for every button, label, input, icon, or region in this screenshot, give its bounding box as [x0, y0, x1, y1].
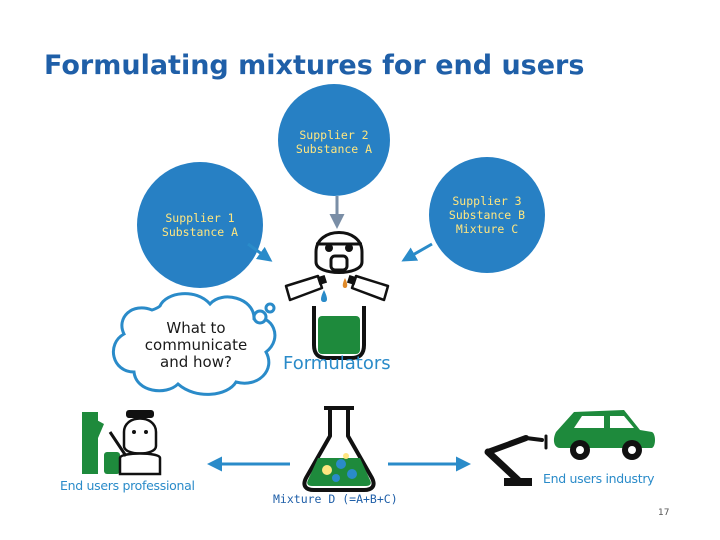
formulator-person-icon [314, 231, 364, 274]
supplier-1-substance: Substance A [161, 225, 239, 239]
arrow-supplier-3 [401, 242, 433, 262]
bottle-right-icon [346, 274, 390, 302]
cloud-question: What to communicate and how? [128, 320, 264, 371]
cloud-line-3: and how? [160, 353, 232, 371]
supplier-1-circle: Supplier 1 Substance A [137, 162, 263, 288]
thought-cloud [112, 292, 277, 396]
cloud-line-1: What to [166, 319, 226, 337]
page-title: Formulating mixtures for end users [44, 50, 585, 81]
drop-blue-icon [321, 290, 327, 302]
mixture-label: Mixture D (=A+B+C) [273, 492, 398, 506]
cloud-line-2: communicate [144, 336, 248, 354]
supplier-2-name: Supplier 2 [299, 128, 369, 142]
supplier-3-circle: Supplier 3 Substance B Mixture C [429, 157, 545, 273]
flask-icon [302, 406, 376, 492]
bottle-left-icon [284, 274, 328, 302]
slide-number: 17 [658, 508, 670, 518]
supplier-3-substance: Substance B [448, 208, 526, 222]
end-users-professional-label: End users professional [60, 478, 195, 493]
professional-user-icon [82, 410, 162, 476]
supplier-3-name: Supplier 3 [452, 194, 522, 208]
robot-arm-icon [484, 434, 548, 486]
car-icon [553, 410, 655, 460]
supplier-2-substance: Substance A [295, 142, 373, 156]
supplier-2-circle: Supplier 2 Substance A [278, 84, 390, 196]
supplier-1-name: Supplier 1 [165, 211, 235, 225]
arrow-supplier-1 [247, 242, 273, 262]
drop-orange-icon [342, 278, 348, 288]
end-users-industry-label: End users industry [543, 471, 655, 486]
formulators-label: Formulators [283, 353, 391, 374]
beaker-icon [312, 306, 366, 360]
supplier-3-mixture: Mixture C [455, 222, 519, 236]
